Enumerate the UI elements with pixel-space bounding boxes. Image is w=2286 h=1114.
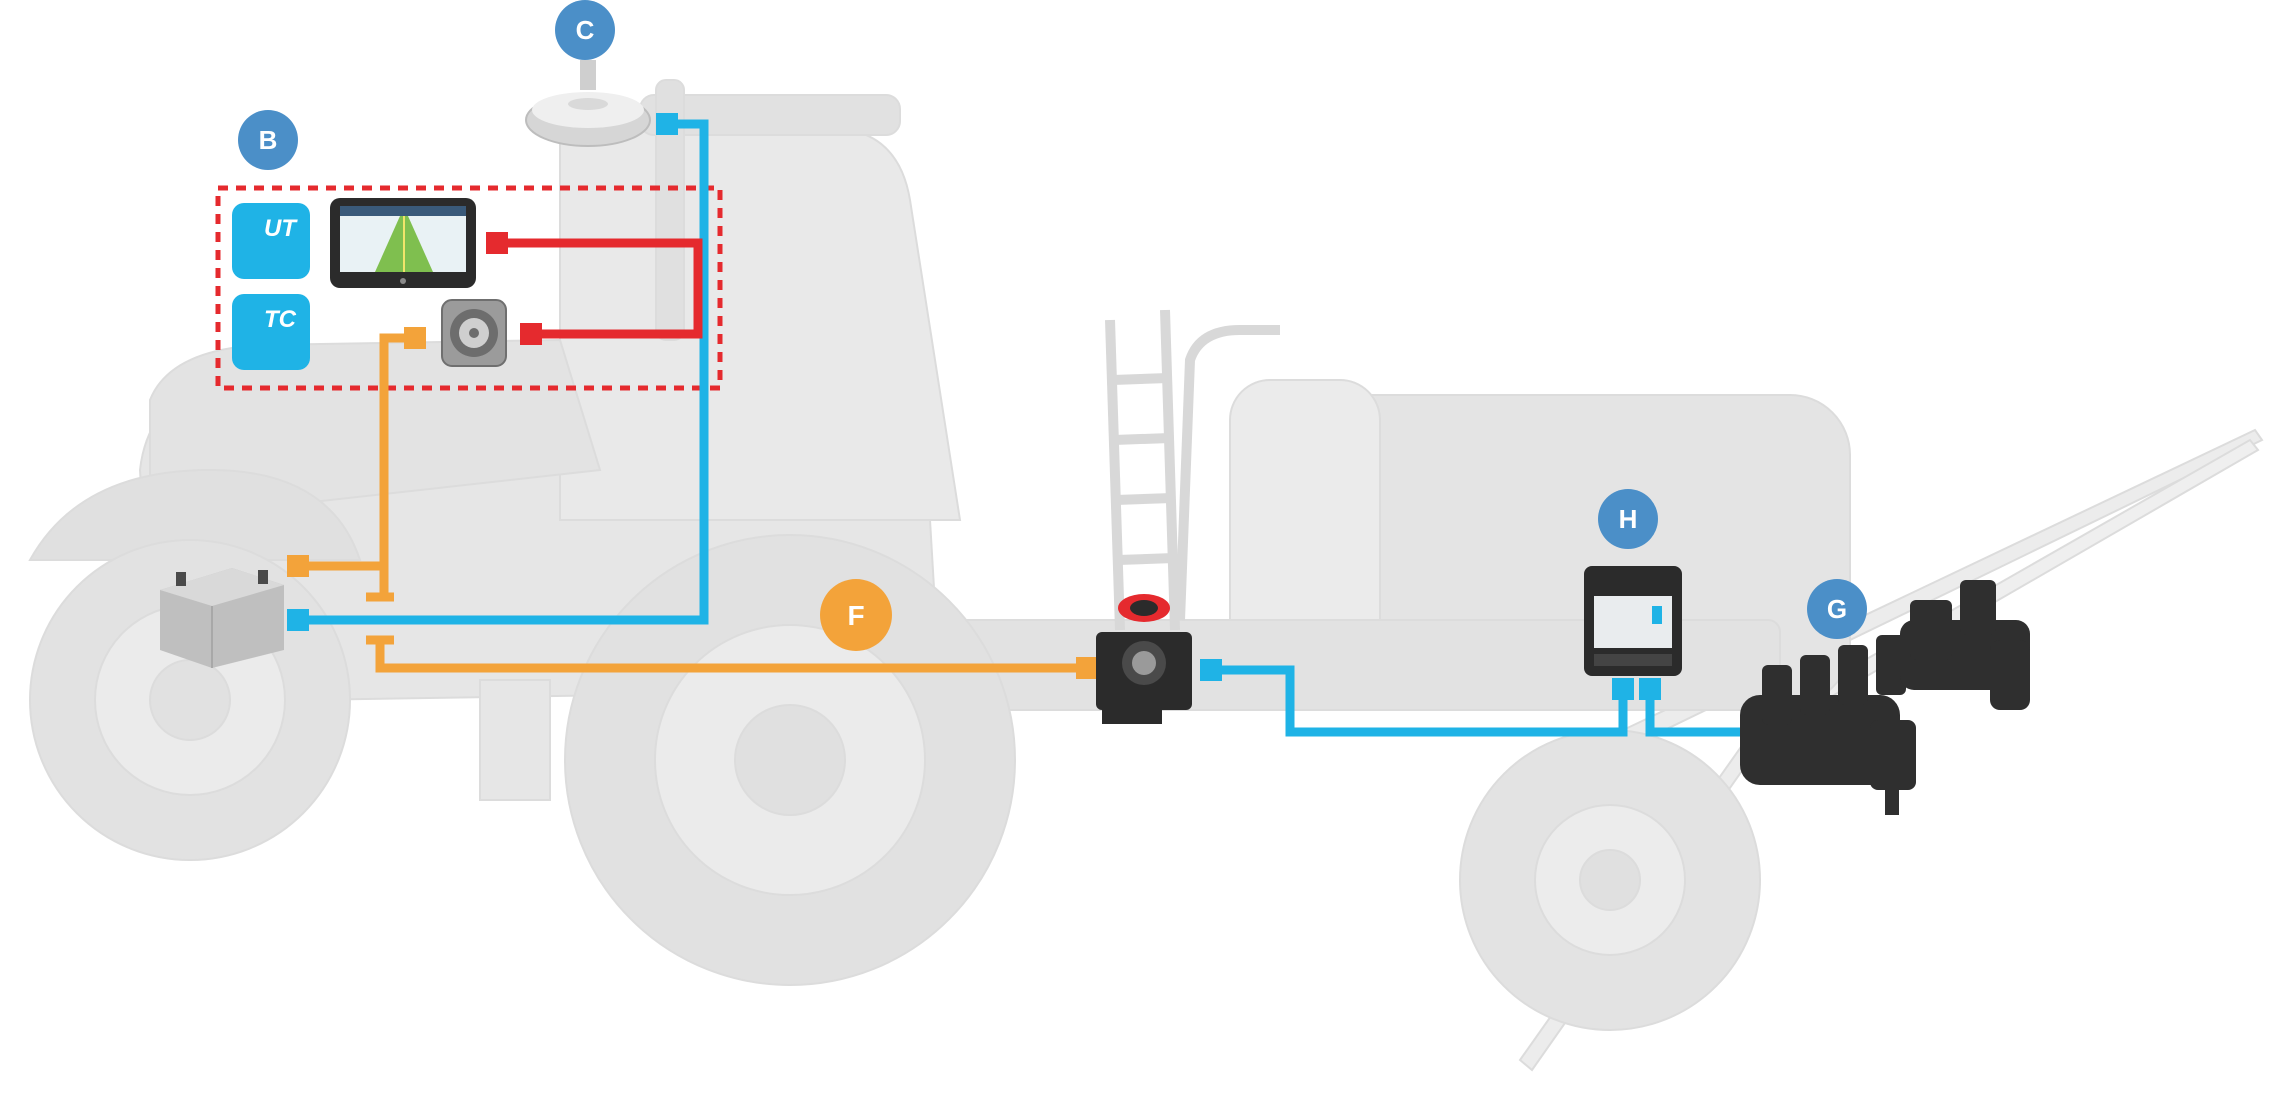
- ecu-controller-icon: [1584, 566, 1682, 676]
- badge-c: C: [555, 0, 615, 60]
- badge-h: H: [1598, 489, 1658, 549]
- svg-text:UT: UT: [264, 215, 298, 242]
- uplink-cables: [508, 238, 703, 339]
- svg-text:B: B: [259, 125, 278, 155]
- badge-g: G: [1807, 579, 1867, 639]
- cab-group-frame: [215, 185, 723, 391]
- gnss-antenna-icon: [525, 60, 651, 147]
- badge-b: B: [238, 110, 298, 170]
- round-connector-icon: [441, 299, 507, 367]
- svg-text:F: F: [847, 600, 864, 631]
- tc-tag: TC: [232, 294, 310, 370]
- svg-text:H: H: [1619, 504, 1638, 534]
- valve-manifold-icon: [1740, 580, 2030, 815]
- battery-icon: [160, 568, 284, 668]
- implement-socket-icon: [1096, 594, 1192, 724]
- power-cables: [298, 333, 1085, 673]
- svg-text:TC: TC: [264, 306, 297, 333]
- svg-text:G: G: [1827, 594, 1847, 624]
- terminal-display-icon: [330, 198, 476, 288]
- svg-text:C: C: [576, 15, 595, 45]
- cable-end-plugs: [287, 113, 1661, 700]
- badge-f: F: [820, 579, 892, 651]
- ut-tag: UT: [232, 203, 310, 279]
- network-cables: [298, 119, 1760, 737]
